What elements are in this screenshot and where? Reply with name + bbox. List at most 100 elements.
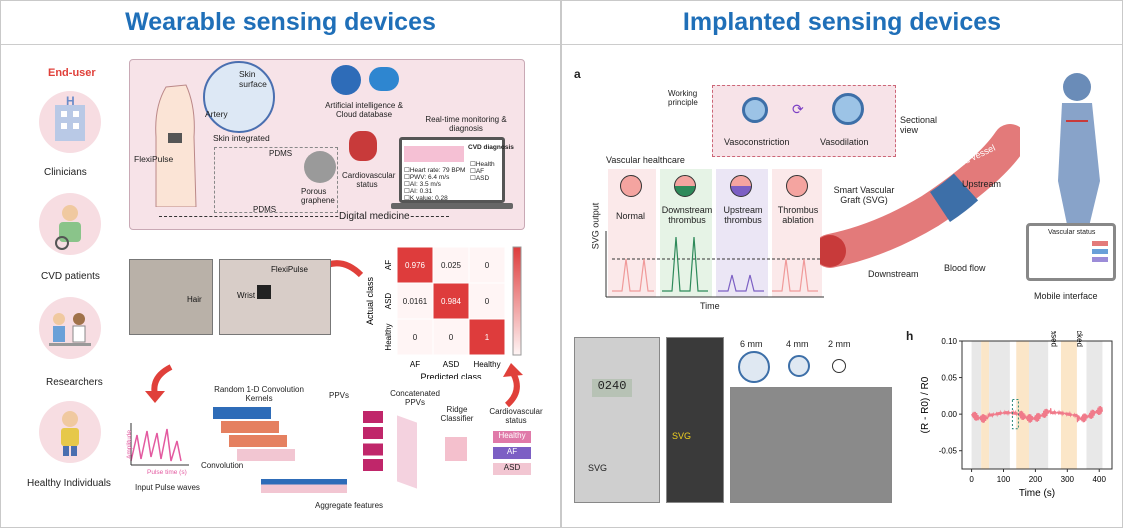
cm-value: 0.976 [405,261,426,270]
downstream-label: Downstream [868,269,919,279]
end-user-label: End-user [48,67,96,79]
hair-photo [129,259,213,335]
cm-row-label: AF [384,260,393,270]
tube-photo [666,337,724,503]
shaded-region [989,341,1010,469]
input-pulse-label: Input Pulse waves [135,483,200,492]
h-ylabel: (R - R0) / R0 [920,376,931,433]
cm-value: 1 [485,333,490,342]
concat-bar [397,415,417,489]
downstream-vessel-icon [674,175,696,197]
flexipulse-label: FlexiPulse [134,154,174,164]
caliper-photo [574,337,660,503]
time-label: Time [700,301,720,311]
shaded-region [1016,341,1030,469]
h-xtick: 100 [997,475,1011,484]
pdms-top-label: PDMS [269,149,293,158]
sensor-on-wrist [257,285,271,299]
researchers-avatar [39,297,101,359]
implanted-panel: Implanted sensing devices a Working prin… [561,0,1123,528]
ridge-box [445,437,467,461]
h-xlabel: Time (s) [1019,488,1055,499]
cm-value: 0.0161 [403,297,428,306]
size-4mm: 4 mm [786,339,809,349]
kernels-label: Random 1-D Convolution Kernels [214,385,304,403]
healthy-person-icon [61,411,79,456]
screen-wave [404,146,464,162]
vascular-healthcare-label: Vascular healthcare [606,155,685,165]
cvd-diagnosis-label: CVD diagnosis [468,144,514,151]
h-xtick: 400 [1093,475,1107,484]
ai-cloud-label: Artificial intelligence & Cloud database [325,101,403,119]
state-upstream-label: Upstream thrombus [723,205,763,225]
skin-zoom [203,61,275,133]
svg-text:H: H [66,94,75,108]
status-red [1092,241,1108,246]
mobile-interface-label: Mobile interface [1034,291,1098,301]
cm-cell [468,246,506,284]
h-xtick: 200 [1029,475,1043,484]
aggregate-bar [261,479,347,493]
shaded-region [1086,341,1103,469]
cardio-out-label: Cardiovascular status [489,407,543,425]
cm-value: 0 [413,333,418,342]
stat-4: ☐K value: 0.28 [404,195,448,202]
vasoconstriction-icon [742,97,768,123]
cardio-status-label: Cardiovascular status [342,171,396,189]
grafts-photo [730,387,892,503]
cvd-patients-avatar [39,193,101,255]
shaded-region [971,341,982,469]
realtime-label: Real-time monitoring & diagnosis [425,115,507,133]
laptop-screen: CVD diagnosis ☐Heart rate: 79 BPM ☐PWV: … [399,137,514,203]
normal-vessel-icon [620,175,642,197]
wrist-illustration [155,84,197,207]
implanted-title: Implanted sensing devices [562,1,1122,45]
upstream-vessel-icon [730,175,752,197]
skin-integrated-label: Skin integrated [213,133,270,143]
blood-flow-label: Blood flow [944,263,986,273]
user-healthy-individuals: Healthy Individuals [27,478,111,489]
artery-label: Artery [205,109,228,119]
cm-colorbar [512,246,522,356]
cm-col-label: Healthy [473,360,500,369]
cm-col-label: AF [410,360,420,369]
class-healthy: Healthy [493,431,531,443]
cm-value: 0 [485,297,490,306]
ppv-bars [363,411,383,471]
stat-2: ☐AI: 3.5 m/s [404,181,441,188]
porous-graphene-label: Porous graphene [301,187,335,205]
cm-value: 0 [485,261,490,270]
principle-box [712,85,896,157]
researchers-icon [49,313,91,346]
porous-graphene-zoom [304,151,336,183]
shaded-region [1029,341,1049,469]
photo-flexipulse-label: FlexiPulse [271,265,308,274]
2mm-cross-section [832,359,846,373]
patient-icon [55,205,81,250]
svg-output-label: SVG output [590,202,601,250]
user-cvd-patients: CVD patients [41,271,100,282]
cm-value: 0.984 [441,297,462,306]
kernel-1 [213,407,271,419]
sectional-view-label: Sectional view [900,115,938,135]
diag-2: ☐ASD [470,175,490,182]
ppvs-label: PPVs [329,391,350,400]
cm-ylabel: Actual class [365,276,375,325]
cm-row-label: ASD [384,293,393,310]
user-researchers: Researchers [46,377,103,388]
state-downstream-label: Downstream thrombus [661,205,713,225]
caliper-reading: 0240 [592,379,632,397]
blood-vessel-illustration [820,124,1020,268]
skin-surface-label: Skin surface [239,69,267,89]
size-6mm: 6 mm [740,339,763,349]
input-pulse-waves [130,423,189,466]
working-principle-label: Working principle [668,89,698,107]
user-clinicians: Clinicians [44,167,87,178]
curved-arrow-up-icon [503,363,523,407]
h-xtick: 0 [969,475,974,484]
cm-row-label: Healthy [384,323,393,350]
stat-0: ☐Heart rate: 79 BPM [404,167,466,174]
heart-icon [349,131,377,161]
cloud-database-icon [369,67,399,91]
6mm-cross-section [738,351,770,383]
